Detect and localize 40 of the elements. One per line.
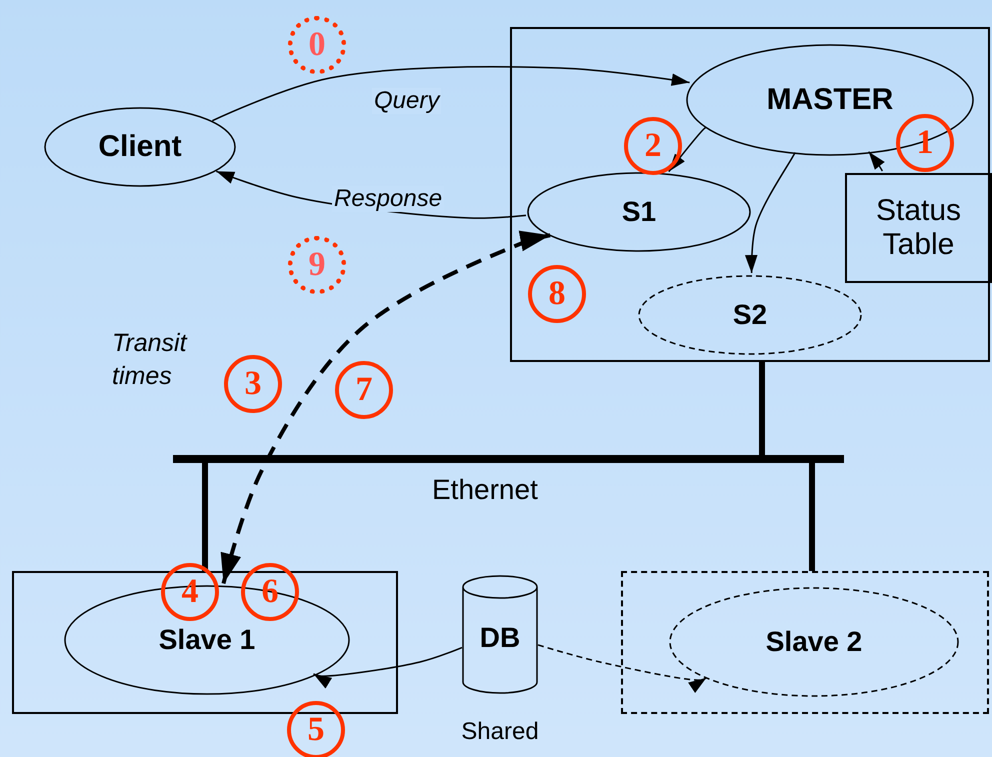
process-ellipse xyxy=(686,44,974,156)
step-number: 9 xyxy=(288,236,346,294)
edge-label: Query xyxy=(372,88,442,114)
annotation-text: Transit times xyxy=(112,328,188,392)
node-caption: Shared xyxy=(460,718,540,746)
node-label: DB xyxy=(480,622,520,655)
network-cable xyxy=(202,463,208,571)
node-box xyxy=(621,571,989,714)
network-cable xyxy=(759,362,765,455)
step-number: 7 xyxy=(335,361,393,419)
node-label: S1 xyxy=(622,196,656,228)
network-bus-bar xyxy=(173,455,844,463)
arrow xyxy=(538,644,707,693)
arrow xyxy=(212,66,690,122)
node-label: Status Table xyxy=(874,194,962,262)
node-label: MASTER xyxy=(766,82,894,118)
step-number: 3 xyxy=(224,355,282,413)
arrow xyxy=(668,127,706,172)
process-ellipse xyxy=(44,107,236,187)
database-cylinder xyxy=(462,576,538,693)
step-number: 0 xyxy=(288,16,346,74)
step-number: 2 xyxy=(624,117,682,175)
arrow xyxy=(220,230,551,584)
node-box xyxy=(510,27,990,362)
node-box xyxy=(845,173,992,283)
node-label: S2 xyxy=(732,298,768,332)
arrow xyxy=(745,152,796,274)
network-label: Ethernet xyxy=(432,474,538,506)
arrow xyxy=(313,646,462,688)
process-ellipse xyxy=(527,172,751,252)
network-cable xyxy=(809,463,815,571)
node-label: Slave 1 xyxy=(158,624,256,656)
process-ellipse xyxy=(669,587,959,697)
step-number: 5 xyxy=(287,701,345,757)
node-label: Slave 2 xyxy=(766,626,862,658)
arrow xyxy=(868,151,885,172)
step-number: 8 xyxy=(528,265,586,323)
node-label: Client xyxy=(98,130,182,164)
node-box xyxy=(12,571,398,714)
process-ellipse xyxy=(638,275,862,355)
